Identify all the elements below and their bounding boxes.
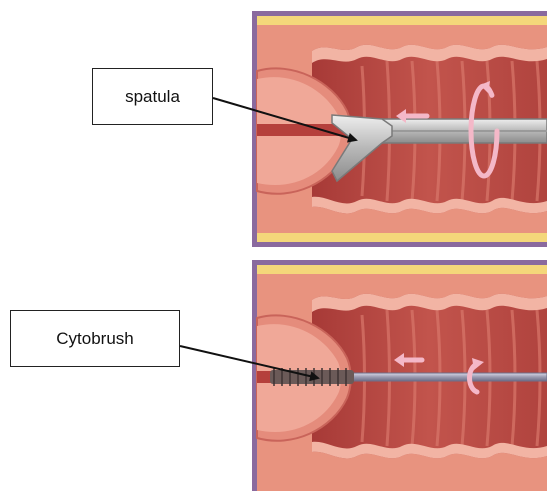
spatula-cross-section [252,11,547,247]
cytobrush-bristles [270,368,354,386]
cytobrush-cross-section [252,260,547,491]
cervical-canal [257,124,347,136]
spatula-illustration [252,11,547,247]
cytobrush-label: Cytobrush [10,310,180,367]
spatula-label: spatula [92,68,213,125]
cytobrush-rod [352,373,547,381]
cytobrush-illustration [252,260,547,491]
